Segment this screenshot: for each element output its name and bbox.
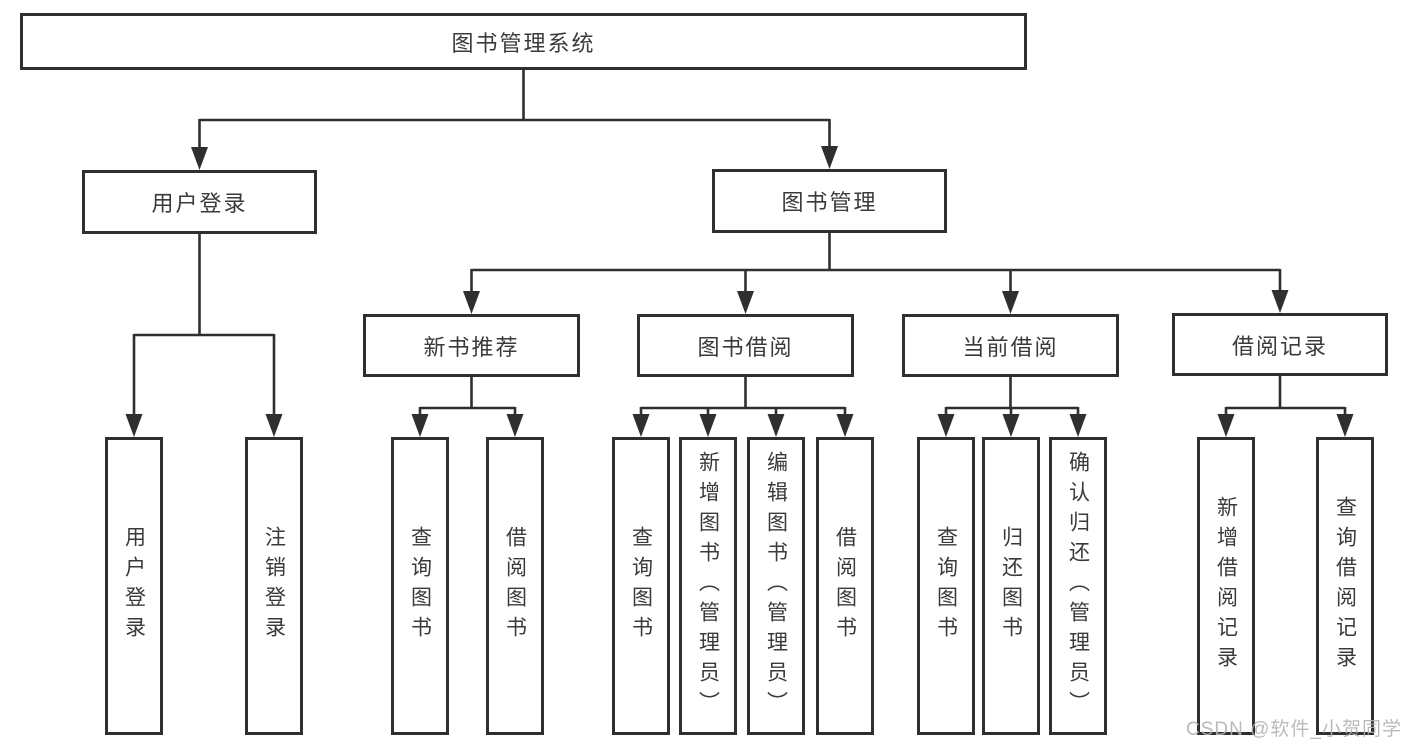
leaf-search-books-recommend-label: 查询图书 bbox=[408, 526, 432, 646]
leaf-return-books-label: 归还图书 bbox=[999, 526, 1023, 646]
node-new-book-recommendation: 新书推荐 bbox=[363, 314, 580, 377]
leaf-confirm-return-admin-label: 确认归还（管理员） bbox=[1066, 451, 1090, 721]
leaf-add-borrow-record-label: 新增借阅记录 bbox=[1214, 496, 1238, 676]
arrowheads bbox=[125, 146, 1354, 437]
watermark-text: CSDN @软件_小贺同学 bbox=[1186, 719, 1402, 740]
leaf-user-login: 用户登录 bbox=[105, 437, 163, 735]
leaf-add-book-admin-label: 新增图书（管理员） bbox=[696, 451, 720, 721]
leaf-add-borrow-record: 新增借阅记录 bbox=[1197, 437, 1255, 735]
node-current-borrowing: 当前借阅 bbox=[902, 314, 1119, 377]
node-new-book-recommendation-label: 新书推荐 bbox=[423, 334, 520, 360]
leaf-borrow-books-label: 借阅图书 bbox=[833, 526, 857, 646]
leaf-confirm-return-admin: 确认归还（管理员） bbox=[1049, 437, 1107, 735]
leaf-search-books-recommend: 查询图书 bbox=[391, 437, 449, 735]
leaf-search-books-current: 查询图书 bbox=[917, 437, 975, 735]
node-library-management-system-label: 图书管理系统 bbox=[451, 30, 596, 56]
node-library-management-system: 图书管理系统 bbox=[20, 13, 1027, 70]
leaf-borrow-books-recommend: 借阅图书 bbox=[486, 437, 544, 735]
leaf-add-book-admin: 新增图书（管理员） bbox=[679, 437, 737, 735]
leaf-search-borrow-record-label: 查询借阅记录 bbox=[1333, 496, 1357, 676]
node-book-management: 图书管理 bbox=[712, 169, 947, 233]
leaf-user-login-label: 用户登录 bbox=[122, 526, 146, 646]
node-user-login: 用户登录 bbox=[82, 170, 317, 234]
leaf-logout: 注销登录 bbox=[245, 437, 303, 735]
node-book-borrowing-label: 图书借阅 bbox=[697, 334, 794, 360]
leaf-borrow-books: 借阅图书 bbox=[816, 437, 874, 735]
leaf-return-books: 归还图书 bbox=[982, 437, 1040, 735]
leaf-search-books-current-label: 查询图书 bbox=[934, 526, 958, 646]
node-borrowing-records: 借阅记录 bbox=[1172, 313, 1388, 376]
leaf-edit-book-admin: 编辑图书（管理员） bbox=[747, 437, 805, 735]
node-book-management-label: 图书管理 bbox=[781, 190, 878, 215]
leaf-borrow-books-recommend-label: 借阅图书 bbox=[503, 526, 527, 646]
leaf-search-books-borrow: 查询图书 bbox=[612, 437, 670, 735]
leaf-edit-book-admin-label: 编辑图书（管理员） bbox=[764, 451, 788, 721]
leaf-search-books-borrow-label: 查询图书 bbox=[629, 526, 653, 646]
leaf-search-borrow-record: 查询借阅记录 bbox=[1316, 437, 1374, 735]
node-current-borrowing-label: 当前借阅 bbox=[962, 334, 1059, 360]
node-borrowing-records-label: 借阅记录 bbox=[1231, 333, 1328, 359]
node-book-borrowing: 图书借阅 bbox=[637, 314, 854, 377]
leaf-logout-label: 注销登录 bbox=[262, 526, 286, 646]
node-user-login-label: 用户登录 bbox=[151, 191, 248, 216]
